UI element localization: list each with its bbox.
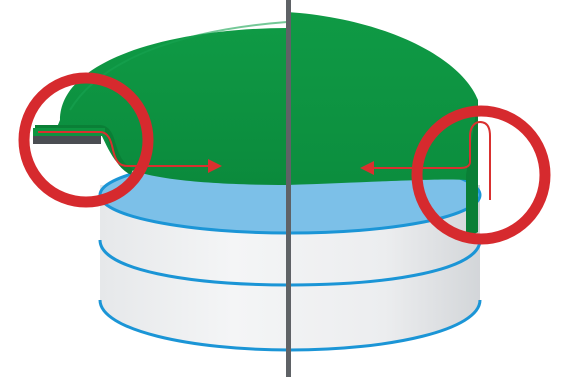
pool-edge-bar	[33, 136, 101, 144]
split-divider	[286, 0, 291, 377]
